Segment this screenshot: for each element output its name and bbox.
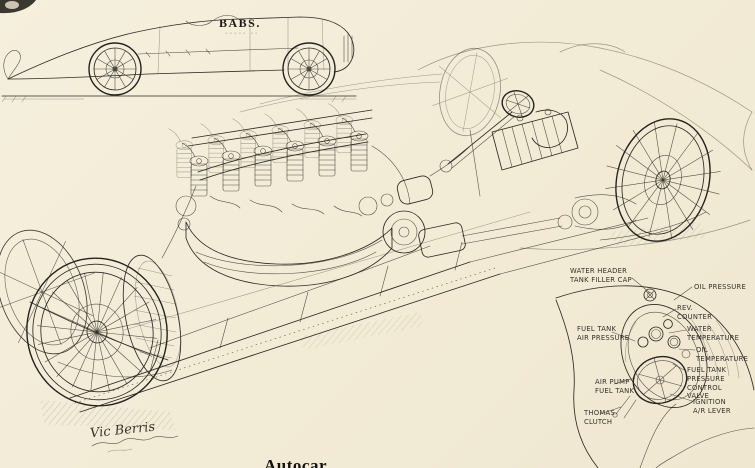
- radiator: [122, 254, 182, 382]
- babs-marks: ◦◦◦◦◦ ◦◦: [225, 31, 260, 37]
- signature-flourish: [91, 435, 179, 453]
- engine: [161, 103, 469, 287]
- leader-lines: [599, 277, 696, 415]
- babs-lettering: BABS.: [219, 16, 261, 30]
- ground-line: [1, 95, 357, 103]
- far-rear-wheel: [432, 47, 508, 137]
- corner-fragment: [0, 0, 36, 14]
- main-cutaway-drawing: [0, 41, 753, 430]
- magazine-caption: Autocar: [264, 456, 327, 468]
- cockpit: [439, 90, 579, 197]
- front-wheel-inner: [0, 229, 95, 355]
- side-view-drawing: [3, 15, 355, 96]
- rear-bodywork: [239, 41, 753, 250]
- cockpit-inset-drawing: [555, 277, 755, 468]
- side-front-wheel: [282, 42, 336, 96]
- chassis: [69, 211, 669, 413]
- front-wheel-outer: [26, 257, 168, 407]
- side-rear-wheel: [88, 42, 142, 96]
